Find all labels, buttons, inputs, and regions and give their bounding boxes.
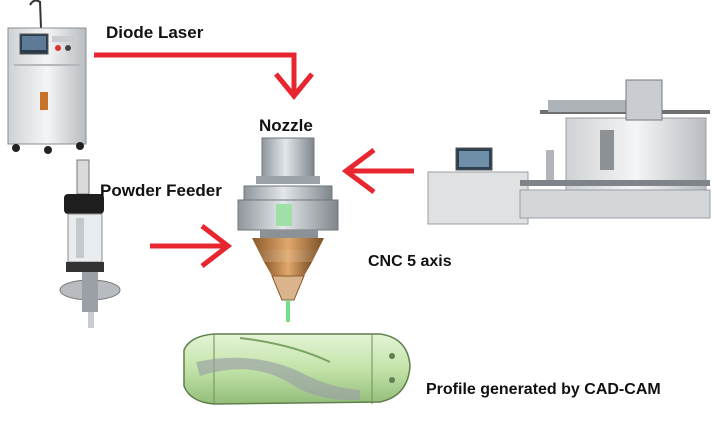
profile-label: Profile generated by CAD-CAM (426, 381, 661, 398)
arrow-cnc-to-nozzle (341, 148, 414, 194)
powder-feeder-label: Powder Feeder (100, 181, 222, 200)
arrow-feeder-to-nozzle (150, 224, 233, 268)
diode-laser-unit-illustration (7, 0, 87, 154)
nozzle-illustration (237, 137, 339, 322)
nozzle-label: Nozzle (259, 116, 313, 135)
cnc-label: CNC 5 axis (368, 253, 452, 270)
cnc-machine-illustration (427, 79, 711, 225)
diode-laser-label: Diode Laser (106, 23, 204, 42)
arrow-diode-to-nozzle (94, 52, 314, 100)
cad-cam-part-illustration (183, 333, 411, 405)
powder-feeder-illustration (59, 159, 121, 328)
